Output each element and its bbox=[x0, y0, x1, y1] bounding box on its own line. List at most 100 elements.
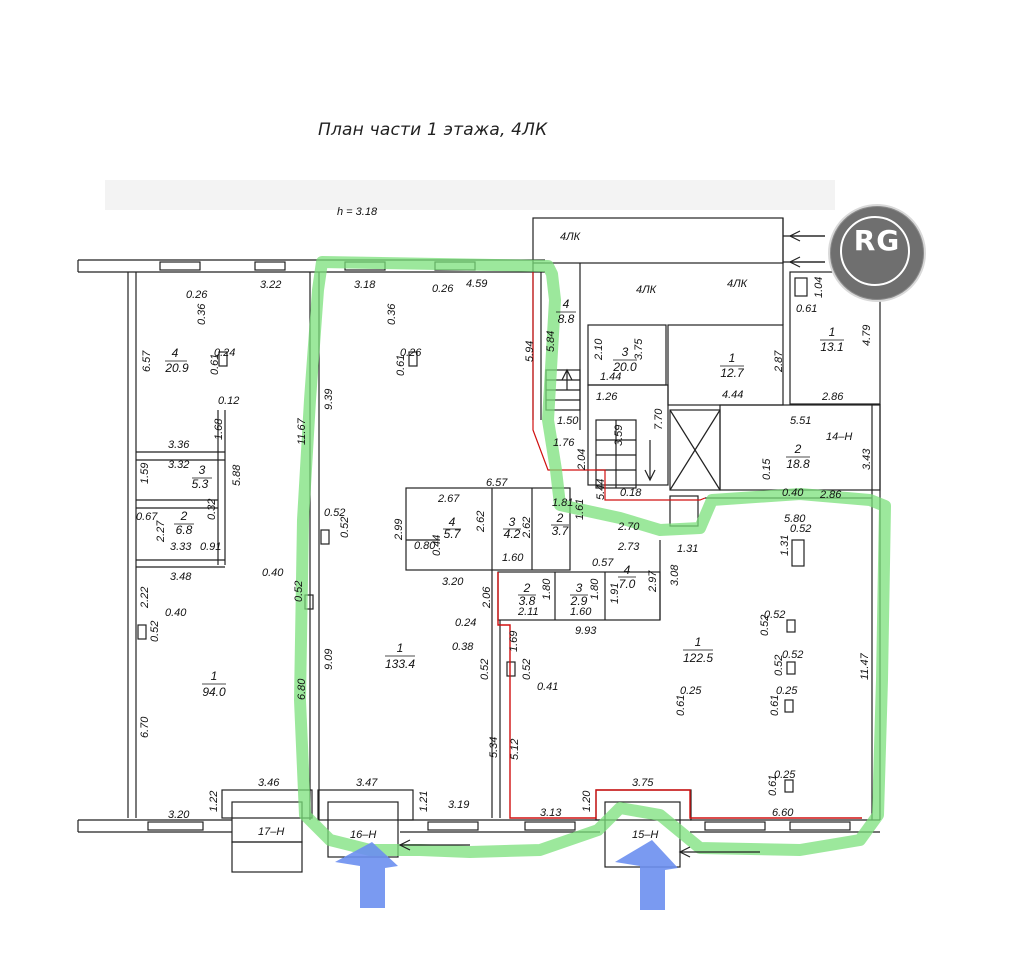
room-number: 2 bbox=[794, 442, 802, 456]
dimension: 1.76 bbox=[553, 437, 575, 449]
dimension: 2.73 bbox=[617, 541, 640, 553]
dimension: 3.75 bbox=[633, 338, 645, 360]
room-number: 4 bbox=[449, 515, 456, 529]
dimension: 1.81 bbox=[552, 497, 573, 509]
dimension: 2.86 bbox=[821, 391, 844, 403]
dimension: 0.26 bbox=[400, 347, 422, 359]
dimension: 1.80 bbox=[589, 578, 601, 600]
dimension: 6.60 bbox=[772, 807, 794, 819]
dimension: 6.57 bbox=[141, 350, 153, 372]
dimension: 1.68 bbox=[213, 418, 225, 440]
dimension: 2.70 bbox=[617, 521, 640, 533]
room-number: 3 bbox=[622, 345, 629, 359]
walls bbox=[77, 217, 881, 873]
room-area: 5.7 bbox=[444, 527, 462, 541]
background-shade bbox=[105, 180, 835, 210]
plan-title: План части 1 этажа, 4ЛК bbox=[318, 120, 548, 140]
dimension: 1.61 bbox=[574, 499, 586, 520]
dimension: 2.86 bbox=[819, 489, 842, 501]
dimension: 0.40 bbox=[262, 567, 284, 579]
dimension: 1.22 bbox=[208, 791, 220, 812]
route-highlight bbox=[294, 256, 891, 858]
dimension: 5.94 bbox=[524, 341, 536, 362]
lk-label-a: 4ЛК bbox=[560, 231, 581, 243]
room-area: 2.9 bbox=[570, 594, 588, 608]
dimension: 3.08 bbox=[669, 564, 681, 586]
dimension: 0.52 bbox=[759, 615, 771, 636]
dimension: 2.97 bbox=[647, 570, 659, 593]
room-code-14: 14–Н bbox=[826, 431, 852, 443]
dimension: 11.67 bbox=[296, 417, 308, 445]
dimension: 1.59 bbox=[139, 463, 151, 484]
room-number: 1 bbox=[829, 325, 836, 339]
logo-ring bbox=[840, 216, 910, 286]
dimension: 3.75 bbox=[632, 777, 654, 789]
dimension: 1.20 bbox=[581, 790, 593, 812]
dimension: 0.41 bbox=[537, 681, 558, 693]
dimension: 1.04 bbox=[813, 277, 825, 298]
entry-arrow-left bbox=[335, 842, 398, 908]
dimension: 0.52 bbox=[149, 621, 161, 642]
dimension: 1.60 bbox=[502, 552, 524, 564]
dimension: 2.87 bbox=[773, 350, 785, 373]
room-number: 2 bbox=[556, 511, 564, 525]
dimension: 0.52 bbox=[790, 523, 811, 535]
dimension: 0.52 bbox=[773, 655, 785, 676]
dimension: 5.34 bbox=[488, 737, 500, 758]
dimension: 2.67 bbox=[437, 493, 460, 505]
dimension: 0.61 bbox=[675, 695, 687, 716]
dimension: 4.44 bbox=[722, 389, 743, 401]
room-area: 13.1 bbox=[820, 340, 843, 354]
room-area: 3.8 bbox=[519, 594, 536, 608]
room-area: 8.8 bbox=[558, 312, 575, 326]
dimension: 2.62 bbox=[521, 517, 533, 539]
dimension: 5.51 bbox=[790, 415, 811, 427]
dimension: 0.52 bbox=[339, 517, 351, 538]
dimension: 0.36 bbox=[386, 303, 398, 325]
dimension: 4.79 bbox=[861, 325, 873, 346]
room-number: 3 bbox=[199, 463, 206, 477]
dimension: 0.57 bbox=[592, 557, 614, 569]
dimension: 3.47 bbox=[356, 777, 378, 789]
dimension: 0.52 bbox=[479, 659, 491, 680]
brand-logo: RG bbox=[828, 204, 926, 302]
dimension: 3.13 bbox=[540, 807, 562, 819]
dimension: 2.10 bbox=[593, 338, 605, 361]
dimension: 0.32 bbox=[206, 499, 218, 520]
logo-text: RG bbox=[853, 224, 901, 257]
dimension: 0.67 bbox=[136, 511, 158, 523]
dimension: 2.22 bbox=[139, 587, 151, 609]
room-number: 4 bbox=[624, 563, 631, 577]
dimension: 0.91 bbox=[200, 541, 221, 553]
room-number: 1 bbox=[729, 351, 736, 365]
dimension: 0.36 bbox=[196, 303, 208, 325]
dimension: 1.31 bbox=[779, 535, 791, 556]
dimension: 1.44 bbox=[600, 371, 621, 383]
room-area: 94.0 bbox=[202, 685, 226, 699]
dimension: 3.48 bbox=[170, 571, 192, 583]
dimension: 0.61 bbox=[767, 775, 779, 796]
dimension: 2.06 bbox=[481, 586, 493, 609]
dimension: 2.62 bbox=[475, 511, 487, 533]
entrance-16: 16–Н bbox=[350, 829, 376, 841]
room-number: 1 bbox=[211, 669, 218, 683]
dimension: 0.25 bbox=[774, 769, 796, 781]
dimension: 0.25 bbox=[680, 685, 702, 697]
dimension: 0.12 bbox=[218, 395, 239, 407]
dimension: 1.80 bbox=[541, 578, 553, 600]
room-number: 3 bbox=[576, 581, 583, 595]
dimension: 0.15 bbox=[761, 458, 773, 480]
room-number: 1 bbox=[397, 641, 404, 655]
dimension: 0.61 bbox=[395, 355, 407, 376]
dimension: 0.38 bbox=[452, 641, 474, 653]
dimension: 0.24 bbox=[214, 347, 235, 359]
dimension: 9.93 bbox=[575, 625, 597, 637]
entrance-17: 17–Н bbox=[258, 826, 284, 838]
door-arrows bbox=[398, 230, 825, 858]
dimension: 5.88 bbox=[231, 464, 243, 486]
dimension: 7.70 bbox=[653, 408, 665, 430]
dimension: 6.80 bbox=[296, 678, 308, 700]
dimension: 3.20 bbox=[442, 576, 464, 588]
premises-outline-red bbox=[497, 572, 862, 819]
dimension: 0.40 bbox=[165, 607, 187, 619]
